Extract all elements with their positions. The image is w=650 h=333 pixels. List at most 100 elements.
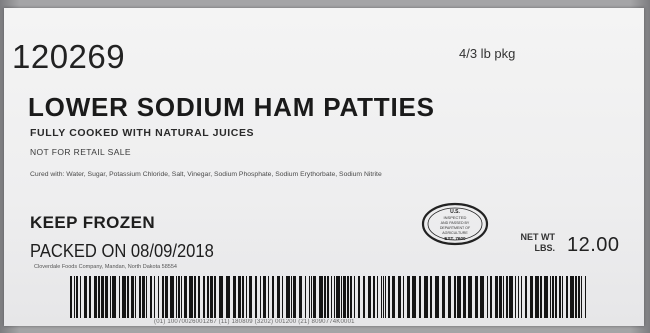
barcode-bar bbox=[184, 276, 187, 318]
barcode-bar bbox=[299, 276, 302, 318]
net-weight-value: 12.00 bbox=[567, 234, 620, 256]
barcode-bar bbox=[293, 276, 296, 318]
packed-on-line: PACKED ON 08/09/2018 bbox=[30, 241, 214, 262]
barcode-bar bbox=[291, 276, 292, 318]
barcode-bar bbox=[381, 276, 382, 318]
barcode-bar bbox=[435, 276, 439, 318]
barcode-human-readable: (01) 10070026001267 (11) 180809 (3202) 0… bbox=[154, 319, 355, 325]
barcode-bar bbox=[475, 276, 478, 318]
barcode-bar bbox=[309, 276, 310, 318]
net-wt-label: NET WT bbox=[520, 232, 556, 242]
barcode-bar bbox=[552, 276, 554, 318]
barcode-bar bbox=[327, 276, 329, 318]
barcode-bar bbox=[555, 276, 557, 318]
barcode-bar bbox=[324, 276, 326, 318]
barcode-bar bbox=[305, 276, 306, 318]
barcode-bar bbox=[165, 276, 168, 318]
barcode-bar bbox=[487, 276, 488, 318]
barcode-bar bbox=[373, 276, 375, 318]
barcode-bar bbox=[226, 276, 230, 318]
barcode-bar bbox=[570, 276, 574, 318]
barcode-bar bbox=[383, 276, 384, 318]
net-weight-label: NET WT LBS. bbox=[503, 232, 556, 254]
product-name: LOWER SODIUM HAM PATTIES bbox=[28, 92, 435, 122]
barcode-bar bbox=[131, 276, 134, 318]
barcode-bar bbox=[350, 276, 352, 318]
barcode-bar bbox=[585, 276, 586, 318]
barcode-bar bbox=[313, 276, 316, 318]
barcode-bar bbox=[127, 276, 129, 318]
barcode-bar bbox=[448, 276, 451, 318]
barcode-bar bbox=[412, 276, 416, 318]
barcode-bar bbox=[506, 276, 508, 318]
barcode-bar bbox=[521, 276, 522, 318]
barcode-bar bbox=[181, 276, 182, 318]
barcode-bar bbox=[214, 276, 216, 318]
seal-est-number: EST. 7600 bbox=[444, 236, 466, 241]
barcode-bar bbox=[242, 276, 244, 318]
barcode-bar bbox=[74, 276, 75, 318]
seal-line-5: AGRICULTURE bbox=[442, 231, 468, 235]
product-subtitle: FULLY COOKED WITH NATURAL JUICES bbox=[30, 127, 255, 139]
barcode-bar bbox=[388, 276, 390, 318]
barcode-bar bbox=[499, 276, 502, 318]
barcode-bar bbox=[142, 276, 145, 318]
ingredients-text: Cured with: Water, Sugar, Potassium Chlo… bbox=[30, 171, 382, 178]
retail-notice: NOT FOR RETAIL SALE bbox=[30, 147, 131, 157]
barcode-bar bbox=[424, 276, 428, 318]
barcode-bar bbox=[550, 276, 551, 318]
barcode-bar bbox=[490, 276, 492, 318]
storage-instruction: KEEP FROZEN bbox=[30, 213, 155, 232]
barcode-bar bbox=[194, 276, 196, 318]
barcode-bar bbox=[154, 276, 155, 318]
barcode-bar bbox=[495, 276, 498, 318]
barcode-bar bbox=[518, 276, 519, 318]
barcode-bar bbox=[176, 276, 177, 318]
barcode-bar bbox=[457, 276, 461, 318]
barcode-bar bbox=[530, 276, 533, 318]
barcode-bar bbox=[112, 276, 116, 318]
barcode-bar bbox=[80, 276, 81, 318]
barcode-bar bbox=[210, 276, 213, 318]
barcode-bar bbox=[272, 276, 274, 318]
barcode-bar bbox=[454, 276, 456, 318]
barcode-bar bbox=[407, 276, 410, 318]
barcode-bar bbox=[535, 276, 539, 318]
barcode-bar bbox=[354, 276, 355, 318]
barcode-bar bbox=[341, 276, 342, 318]
package-size: 4/3 lb pkg bbox=[459, 46, 516, 61]
barcode-bar bbox=[198, 276, 200, 318]
barcode-bar bbox=[122, 276, 126, 318]
barcode-bar bbox=[468, 276, 472, 318]
barcode-bar bbox=[442, 276, 445, 318]
barcode-bar bbox=[358, 276, 360, 318]
barcode-bar bbox=[403, 276, 404, 318]
barcode-bar bbox=[392, 276, 395, 318]
packed-on-label: PACKED ON bbox=[30, 241, 127, 261]
barcode-bar bbox=[189, 276, 193, 318]
barcode-bar bbox=[101, 276, 104, 318]
barcode-bar bbox=[398, 276, 401, 318]
barcode-bar bbox=[146, 276, 147, 318]
barcode-bar bbox=[463, 276, 466, 318]
barcode-bar bbox=[178, 276, 180, 318]
barcode-bar bbox=[503, 276, 504, 318]
barcode-bar bbox=[70, 276, 72, 318]
barcode-bar bbox=[377, 276, 378, 318]
barcode-bar bbox=[76, 276, 78, 318]
barcode-bar bbox=[233, 276, 236, 318]
barcode-bar bbox=[363, 276, 365, 318]
barcode-bar bbox=[525, 276, 527, 318]
barcode-bar bbox=[544, 276, 548, 318]
seal-line-2: INSPECTED bbox=[444, 215, 467, 220]
barcode-bar bbox=[110, 276, 111, 318]
barcode-bar bbox=[268, 276, 269, 318]
barcode-bar bbox=[150, 276, 152, 318]
barcode-bar bbox=[311, 276, 312, 318]
barcode-bar bbox=[89, 276, 91, 318]
barcode-bar bbox=[347, 276, 349, 318]
barcode-bar bbox=[119, 276, 120, 318]
barcode-bar bbox=[207, 276, 209, 318]
barcode-bar bbox=[581, 276, 582, 318]
barcode-bar bbox=[480, 276, 484, 318]
